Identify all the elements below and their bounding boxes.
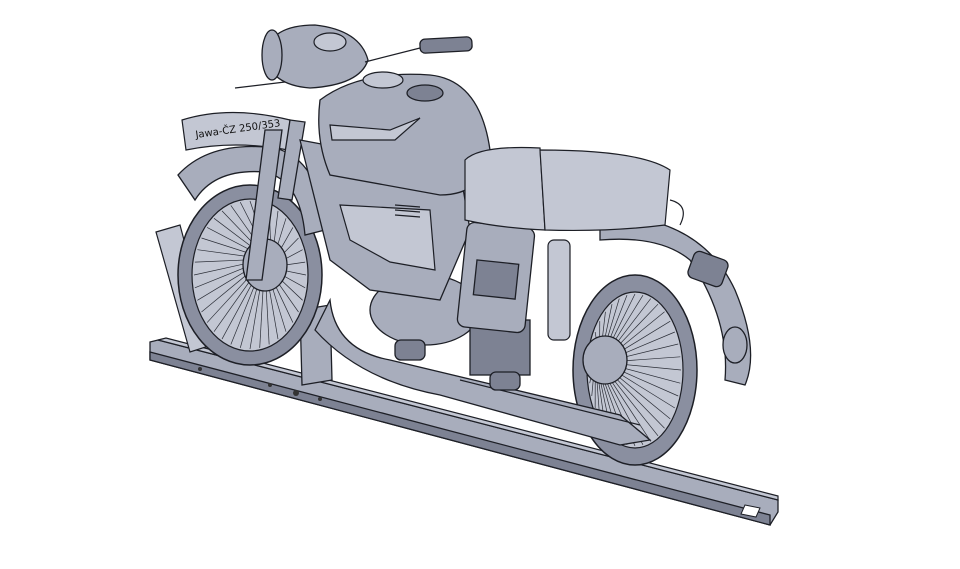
rear-shock	[547, 239, 571, 341]
spoke	[606, 371, 659, 437]
handlebar	[234, 36, 473, 89]
fuel-tank	[318, 71, 491, 196]
spoke	[608, 370, 665, 429]
seat	[464, 146, 684, 232]
headlamp	[261, 24, 369, 89]
front-fork	[245, 119, 306, 281]
spoke	[605, 371, 652, 442]
toolbox	[456, 221, 536, 334]
exhaust-pipe	[314, 297, 652, 446]
spoke	[610, 369, 671, 420]
taillight	[687, 250, 729, 288]
